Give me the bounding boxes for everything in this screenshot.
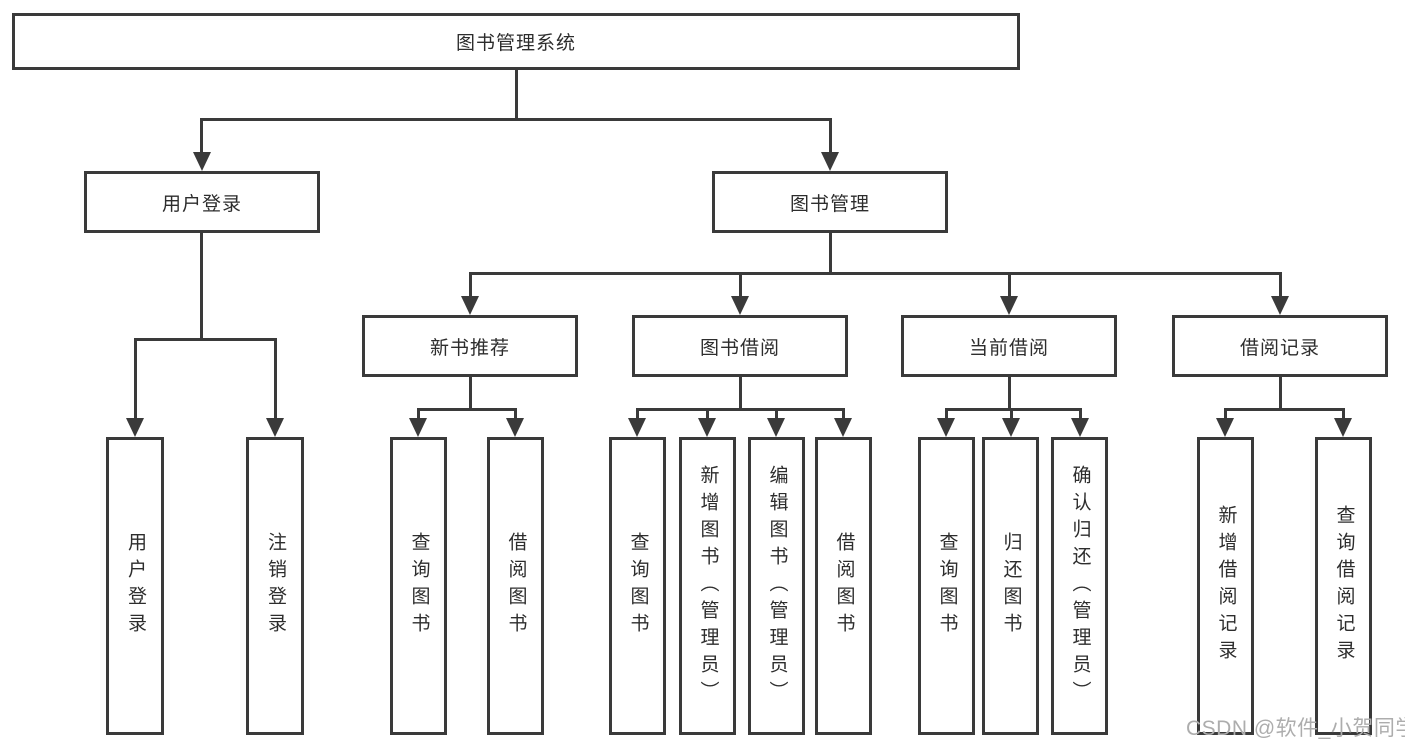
connector-line <box>1008 272 1011 298</box>
node-book-management: 图书管理 <box>712 171 948 233</box>
node-label: 借阅图书 <box>505 532 527 640</box>
connector-line <box>1224 408 1227 420</box>
arrow-down-icon <box>506 418 524 437</box>
arrow-down-icon <box>834 418 852 437</box>
node-label: 查询图书 <box>408 532 430 640</box>
node-label: 查询借阅记录 <box>1333 505 1355 667</box>
connector-line <box>829 233 832 274</box>
connector-line <box>1010 408 1013 420</box>
node-label: 图书借阅 <box>699 337 780 359</box>
node-label: 当前借阅 <box>968 337 1049 359</box>
connector-line <box>417 408 420 420</box>
csdn-watermark: CSDN @软件_小贺同学 <box>1186 717 1405 740</box>
leaf-user-login: 用户登录 <box>106 437 164 735</box>
node-label: 新书推荐 <box>429 337 510 359</box>
leaf-borrow-books-1: 借阅图书 <box>487 437 544 735</box>
arrow-down-icon <box>821 152 839 171</box>
node-book-borrowing: 图书借阅 <box>632 315 848 377</box>
connector-line <box>1008 377 1011 410</box>
connector-line <box>739 377 742 410</box>
connector-line <box>706 408 709 420</box>
leaf-return-books: 归还图书 <box>982 437 1039 735</box>
connector-line <box>946 408 1082 411</box>
connector-line <box>842 408 845 420</box>
node-label: 编辑图书（管理员） <box>766 464 788 708</box>
arrow-down-icon <box>409 418 427 437</box>
node-label: 图书管理系统 <box>455 33 576 54</box>
connector-line <box>469 377 472 410</box>
node-label: 用户登录 <box>161 193 242 215</box>
node-label: 查询图书 <box>627 532 649 640</box>
arrow-down-icon <box>126 418 144 437</box>
connector-line <box>945 408 948 420</box>
arrow-down-icon <box>731 296 749 315</box>
leaf-borrow-books-2: 借阅图书 <box>815 437 872 735</box>
connector-line <box>134 338 137 420</box>
node-borrowing-records: 借阅记录 <box>1172 315 1388 377</box>
arrow-down-icon <box>266 418 284 437</box>
leaf-edit-books-admin: 编辑图书（管理员） <box>748 437 805 735</box>
node-label: 查询图书 <box>936 532 958 640</box>
connector-line <box>200 233 203 341</box>
arrow-down-icon <box>937 418 955 437</box>
node-current-borrowing: 当前借阅 <box>901 315 1117 377</box>
connector-line <box>418 408 517 411</box>
leaf-add-borrow-record: 新增借阅记录 <box>1197 437 1254 735</box>
connector-line <box>1225 408 1345 411</box>
leaf-query-books-2: 查询图书 <box>609 437 666 735</box>
node-library-management-system: 图书管理系统 <box>12 13 1020 70</box>
node-label: 新增图书（管理员） <box>697 464 719 708</box>
arrow-down-icon <box>1334 418 1352 437</box>
node-new-book-recommendation: 新书推荐 <box>362 315 578 377</box>
node-label: 借阅记录 <box>1239 337 1320 359</box>
connector-line <box>514 408 517 420</box>
connector-line <box>469 272 1282 275</box>
connector-line <box>775 408 778 420</box>
node-label: 确认归还（管理员） <box>1069 464 1091 708</box>
leaf-logout: 注销登录 <box>246 437 304 735</box>
node-label: 归还图书 <box>1000 532 1022 640</box>
connector-line <box>636 408 639 420</box>
connector-line <box>1079 408 1082 420</box>
arrow-down-icon <box>767 418 785 437</box>
leaf-query-borrow-record: 查询借阅记录 <box>1315 437 1372 735</box>
node-label: 注销登录 <box>264 532 286 640</box>
leaf-add-books-admin: 新增图书（管理员） <box>679 437 736 735</box>
connector-line <box>829 118 832 154</box>
connector-line <box>1279 377 1282 410</box>
node-label: 用户登录 <box>124 532 146 640</box>
connector-line <box>739 272 742 298</box>
leaf-query-books-1: 查询图书 <box>390 437 447 735</box>
connector-line <box>274 338 277 420</box>
arrow-down-icon <box>193 152 211 171</box>
arrow-down-icon <box>1271 296 1289 315</box>
connector-line <box>1279 272 1282 298</box>
leaf-query-books-3: 查询图书 <box>918 437 975 735</box>
connector-line <box>469 272 472 298</box>
leaf-confirm-return-admin: 确认归还（管理员） <box>1051 437 1108 735</box>
node-label: 新增借阅记录 <box>1215 505 1237 667</box>
connector-line <box>637 408 845 411</box>
node-label: 图书管理 <box>789 193 870 215</box>
connector-line <box>515 70 518 119</box>
connector-line <box>1342 408 1345 420</box>
arrow-down-icon <box>1000 296 1018 315</box>
arrow-down-icon <box>1002 418 1020 437</box>
connector-line <box>134 338 277 341</box>
arrow-down-icon <box>628 418 646 437</box>
arrow-down-icon <box>461 296 479 315</box>
node-user-login: 用户登录 <box>84 171 320 233</box>
connector-line <box>200 118 831 121</box>
arrow-down-icon <box>698 418 716 437</box>
connector-line <box>200 118 203 154</box>
arrow-down-icon <box>1216 418 1234 437</box>
arrow-down-icon <box>1071 418 1089 437</box>
node-label: 借阅图书 <box>833 532 855 640</box>
